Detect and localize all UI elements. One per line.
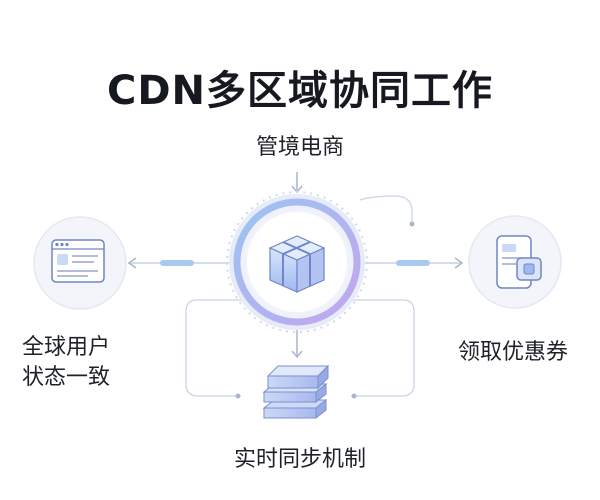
mobile-coupon-icon xyxy=(496,235,542,289)
connector-left xyxy=(127,257,240,269)
node-label-left-line2: 状态一致 xyxy=(22,365,111,390)
sync-loop-lines xyxy=(185,195,415,399)
node-label-right: 领取优惠券 xyxy=(458,340,569,365)
connector-top xyxy=(291,172,303,194)
browser-window-icon xyxy=(51,239,105,283)
node-label-top: 管境电商 xyxy=(255,135,344,160)
connector-right xyxy=(362,257,464,269)
stacked-layers-icon xyxy=(262,364,330,420)
gift-box-icon xyxy=(268,235,326,293)
diagram-title: CDN多区域协同工作 xyxy=(106,68,494,114)
connector-bottom xyxy=(291,330,303,359)
node-label-bottom: 实时同步机制 xyxy=(233,447,366,472)
node-label-left: 全球用户 状态一致 xyxy=(22,333,110,393)
node-label-left-line1: 全球用户 xyxy=(22,335,111,360)
